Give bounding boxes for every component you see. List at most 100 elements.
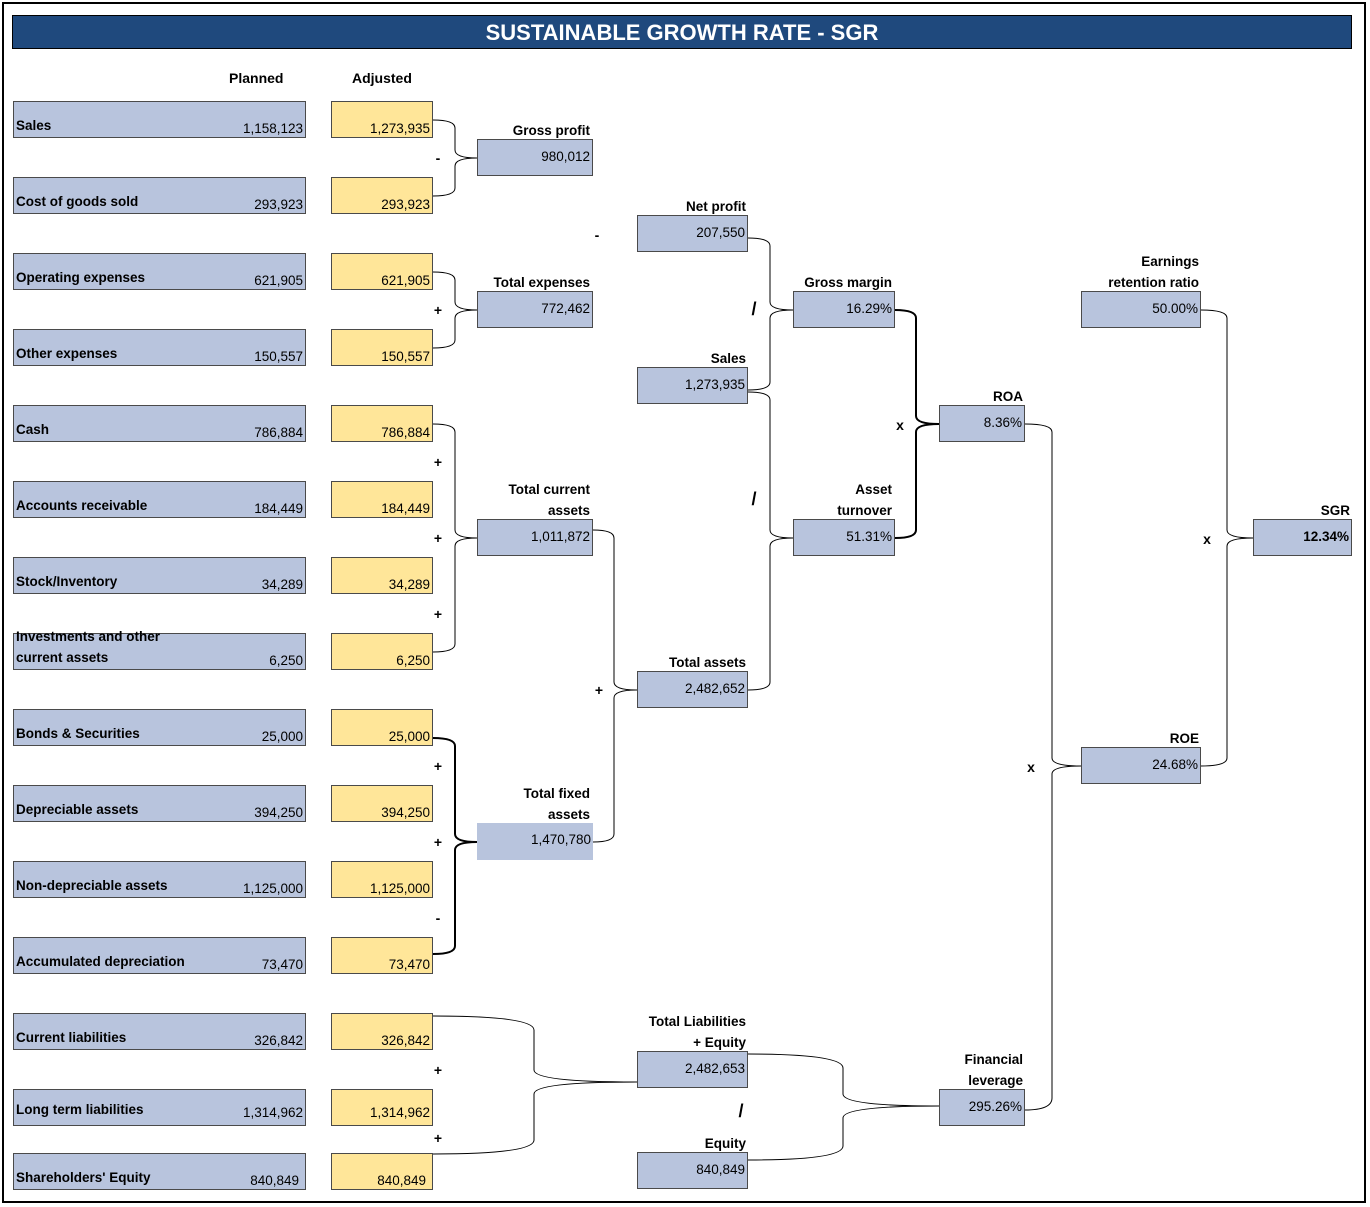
planned-value: 1,158,123 — [242, 121, 303, 136]
financial-leverage-box: 295.26% — [939, 1089, 1025, 1126]
row-non-depreciable-assets: Non-depreciable assets 1,125,000 — [13, 861, 306, 898]
page-title: SUSTAINABLE GROWTH RATE - SGR — [12, 15, 1352, 49]
adjusted-input-sales[interactable]: 1,273,935 — [331, 101, 433, 138]
operator-multiply: x — [1203, 531, 1211, 547]
adjusted-value: 1,273,935 — [369, 121, 430, 136]
operator-plus: + — [433, 1130, 443, 1146]
asset-turnover-box: 51.31% — [793, 519, 895, 556]
adjusted-input-shareholders-equity[interactable]: 840,849 — [331, 1153, 433, 1190]
operator-divide: / — [738, 1101, 744, 1121]
earnings-retention-value: 50.00% — [1152, 301, 1198, 316]
operator-plus: + — [594, 682, 604, 698]
roe-label: ROE — [1169, 731, 1199, 746]
adjusted-input-accumulated-depreciation[interactable]: 73,470 — [331, 937, 433, 974]
adjusted-input-stock-inventory[interactable]: 34,289 — [331, 557, 433, 594]
planned-value: 840,849 — [250, 1173, 299, 1188]
adjusted-column-header: Adjusted — [352, 70, 412, 86]
adjusted-value: 326,842 — [381, 1033, 430, 1048]
row-bonds-securities: Bonds & Securities 25,000 — [13, 709, 306, 746]
adjusted-value: 184,449 — [381, 501, 430, 516]
adjusted-value: 1,314,962 — [369, 1105, 430, 1120]
adjusted-value: 1,125,000 — [369, 881, 430, 896]
operator-plus: + — [433, 1062, 443, 1078]
sgr-value: 12.34% — [1303, 529, 1349, 544]
row-cost-of-goods-sold: Cost of goods sold 293,923 — [13, 177, 306, 214]
gross-margin-box: 16.29% — [793, 291, 895, 328]
adjusted-value: 394,250 — [381, 805, 430, 820]
adjusted-value: 150,557 — [381, 349, 430, 364]
row-cash: Cash 786,884 — [13, 405, 306, 442]
total-fixed-assets-box: 1,470,780 — [477, 823, 593, 860]
row-label: Operating expenses — [16, 270, 146, 285]
adjusted-value: 293,923 — [381, 197, 430, 212]
row-depreciable-assets: Depreciable assets 394,250 — [13, 785, 306, 822]
operator-divide: / — [751, 489, 757, 509]
row-label: Current liabilities — [16, 1030, 127, 1045]
adjusted-input-current-liabilities[interactable]: 326,842 — [331, 1013, 433, 1050]
equity-box: 840,849 — [637, 1152, 748, 1189]
financial-leverage-label-line1: Financial — [964, 1052, 1023, 1067]
asset-turnover-label-line1: Asset — [855, 482, 892, 497]
sales-value: 1,273,935 — [684, 377, 745, 392]
adjusted-input-other-expenses[interactable]: 150,557 — [331, 329, 433, 366]
total-fixed-assets-value: 1,470,780 — [530, 832, 591, 847]
row-label: Accounts receivable — [16, 498, 148, 513]
gross-profit-box: 980,012 — [477, 139, 593, 176]
adjusted-input-investments-other-current-assets[interactable]: 6,250 — [331, 633, 433, 670]
total-expenses-value: 772,462 — [541, 301, 590, 316]
earnings-retention-label-line2: retention ratio — [1108, 275, 1199, 290]
net-profit-box: 207,550 — [637, 215, 748, 252]
row-label: Other expenses — [16, 346, 118, 361]
roa-label: ROA — [993, 389, 1023, 404]
operator-divide: / — [751, 299, 757, 319]
net-profit-label: Net profit — [686, 199, 746, 214]
row-operating-expenses: Operating expenses 621,905 — [13, 253, 306, 290]
row-shareholders-equity: Shareholders' Equity 840,849 — [13, 1153, 306, 1190]
operator-plus: + — [433, 606, 443, 622]
gross-profit-value: 980,012 — [541, 149, 590, 164]
adjusted-value: 6,250 — [396, 653, 430, 668]
planned-value: 184,449 — [254, 501, 303, 516]
total-current-assets-label-line1: Total current — [508, 482, 590, 497]
operator-minus: - — [435, 150, 441, 166]
planned-value: 786,884 — [254, 425, 303, 440]
total-current-assets-value: 1,011,872 — [530, 529, 590, 544]
net-profit-value: 207,550 — [696, 225, 745, 240]
brace-financial-leverage — [747, 1053, 940, 1161]
sgr-label: SGR — [1320, 503, 1350, 518]
adjusted-input-non-depreciable-assets[interactable]: 1,125,000 — [331, 861, 433, 898]
row-label: Cash — [16, 422, 50, 437]
earnings-retention-label-line1: Earnings — [1141, 254, 1199, 269]
adjusted-input-accounts-receivable[interactable]: 184,449 — [331, 481, 433, 518]
total-liabilities-equity-value: 2,482,653 — [684, 1061, 745, 1076]
adjusted-input-bonds-securities[interactable]: 25,000 — [331, 709, 433, 746]
adjusted-value: 840,849 — [377, 1173, 426, 1188]
adjusted-input-depreciable-assets[interactable]: 394,250 — [331, 785, 433, 822]
row-label: Non-depreciable assets — [16, 878, 168, 893]
operator-minus: - — [435, 910, 441, 926]
total-fixed-assets-label-line2: assets — [547, 807, 590, 822]
equity-label: Equity — [704, 1136, 746, 1151]
row-label: Sales — [16, 118, 52, 133]
total-expenses-box: 772,462 — [477, 291, 593, 328]
row-label: Stock/Inventory — [16, 574, 118, 589]
adjusted-input-cash[interactable]: 786,884 — [331, 405, 433, 442]
row-label: Long term liabilities — [16, 1102, 144, 1117]
planned-column-header: Planned — [229, 70, 284, 86]
adjusted-input-operating-expenses[interactable]: 621,905 — [331, 253, 433, 290]
adjusted-input-cost-of-goods-sold[interactable]: 293,923 — [331, 177, 433, 214]
planned-value: 150,557 — [254, 349, 303, 364]
row-label-line1: Investments and other — [16, 629, 161, 644]
operator-plus: + — [433, 530, 443, 546]
row-label: Accumulated depreciation — [16, 954, 185, 969]
adjusted-value: 621,905 — [381, 273, 430, 288]
planned-value: 621,905 — [254, 273, 303, 288]
adjusted-value: 786,884 — [381, 425, 430, 440]
planned-value: 1,125,000 — [242, 881, 303, 896]
roa-value: 8.36% — [983, 415, 1022, 430]
row-label-line2: current assets — [16, 650, 109, 665]
total-assets-value: 2,482,652 — [684, 681, 745, 696]
adjusted-input-long-term-liabilities[interactable]: 1,314,962 — [331, 1089, 433, 1126]
total-assets-label: Total assets — [668, 655, 746, 670]
